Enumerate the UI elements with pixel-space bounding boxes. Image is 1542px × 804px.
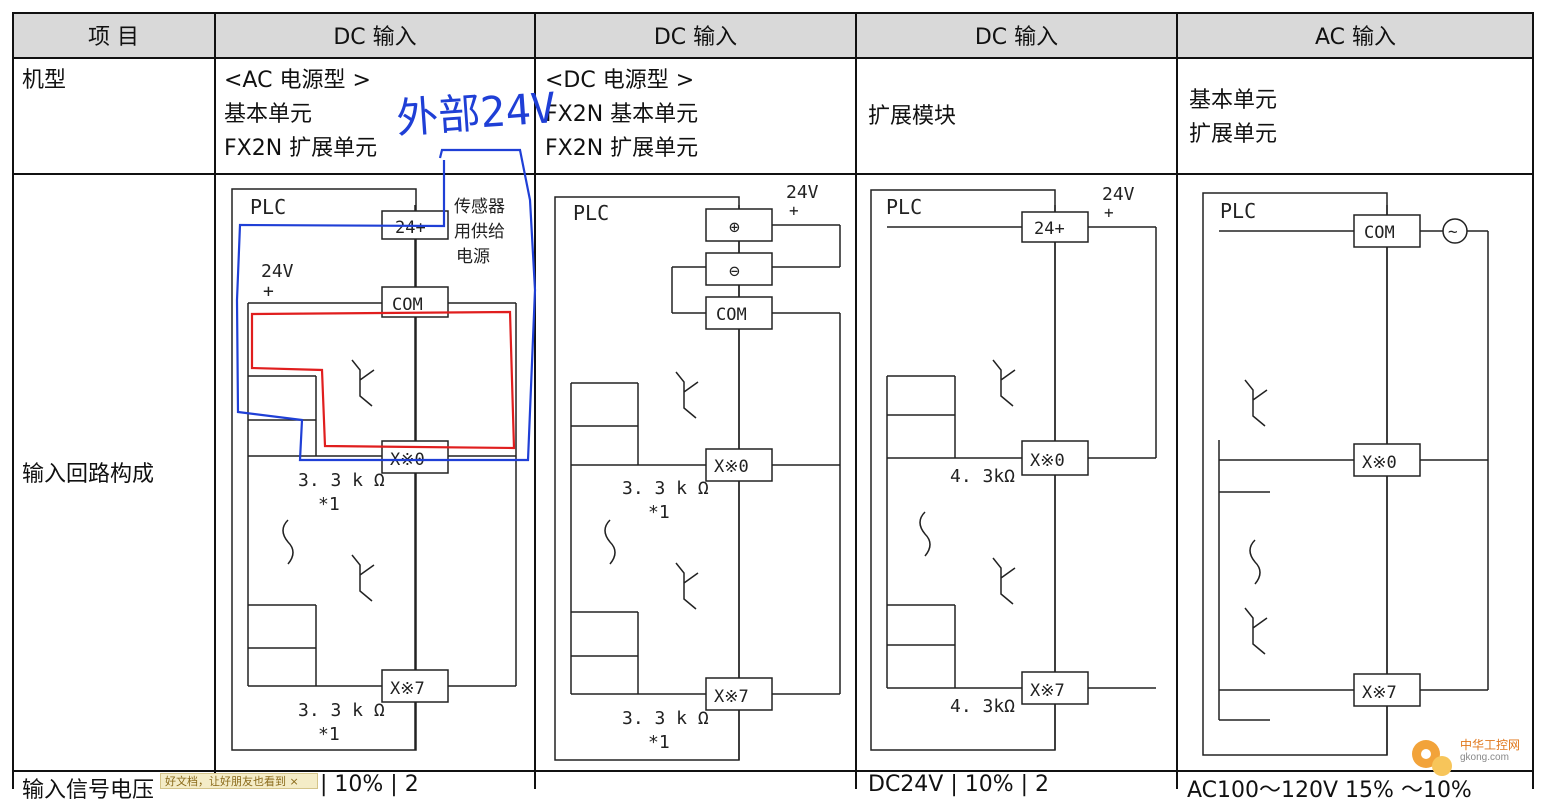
d3-24plus-terminal: 24+	[1034, 219, 1065, 239]
d4-com-terminal: COM	[1364, 223, 1395, 243]
row-model-col4: 基本单元 扩展单元	[1189, 84, 1277, 152]
d4-x0-terminal: X※0	[1362, 453, 1397, 473]
table-col-divider-4	[1176, 12, 1178, 789]
d2-plc-label: PLC	[573, 201, 609, 225]
table-divider-model	[12, 173, 1534, 175]
row-model-col1: <AC 电源型 > 基本单元 FX2N 扩展单元	[224, 64, 377, 166]
d1-plc-label: PLC	[250, 195, 286, 219]
table-col-divider-2	[534, 12, 536, 789]
d2-plus-label: +	[789, 201, 799, 220]
header-col2: DC 输入	[535, 12, 856, 58]
d2-resistor-label-2: 3. 3 k Ω	[622, 708, 709, 729]
diagram-dc-dc-power	[554, 196, 841, 761]
d2-note-1: *1	[648, 502, 670, 523]
row-circuit-label: 输入回路构成	[22, 462, 155, 487]
header-col4: AC 输入	[1177, 12, 1534, 58]
d3-plus-label: +	[1104, 203, 1114, 222]
table-border-right	[1532, 12, 1534, 789]
d1-com-terminal: COM	[392, 295, 423, 315]
table-border-left	[12, 12, 14, 789]
d1-sensor-supply-3: 电源	[456, 247, 490, 267]
row-model-label: 机型	[22, 68, 67, 93]
handwritten-annotation	[235, 148, 537, 462]
row-model-col3: 扩展模块	[868, 100, 956, 134]
d1-resistor-label-2: 3. 3 k Ω	[298, 700, 385, 721]
bottom-col4: AC100～120V 15% ～10%	[1187, 778, 1472, 803]
bottom-row-partial: 输入信号电压 | 10% | 2 DC24V | 10% | 2 AC100～1…	[12, 772, 1534, 803]
d2-x0-terminal: X※0	[714, 457, 749, 477]
diagram-ac-input	[1202, 192, 1489, 756]
watermark-brand: 中华工控网	[1460, 738, 1521, 752]
d2-com-terminal: COM	[716, 305, 747, 325]
label-column	[12, 58, 215, 789]
model-col1-line3: FX2N 扩展单元	[224, 136, 378, 161]
diagram-dc-extension	[870, 189, 1157, 751]
d4-plc-label: PLC	[1220, 199, 1256, 223]
d3-resistor-label-2: 4. 3kΩ	[950, 696, 1015, 717]
model-col4-line1: 基本单元	[1189, 88, 1278, 113]
gkong-watermark: 中华工控网 gkong.com	[1404, 732, 1534, 786]
d2-note-2: *1	[648, 732, 670, 753]
row-model-col2: <DC 电源型 > FX2N 基本单元 FX2N 扩展单元	[545, 64, 698, 166]
watermark-domain: gkong.com	[1460, 752, 1509, 763]
d1-x7-terminal: X※7	[390, 679, 425, 699]
model-col3-line1: 扩展模块	[868, 104, 957, 129]
model-col4-line2: 扩展单元	[1189, 122, 1278, 147]
d2-24v-label: 24V	[786, 182, 819, 203]
d2-plus-terminal: ⊕	[729, 217, 740, 238]
d4-ac-symbol: ~	[1448, 222, 1458, 241]
d3-plc-label: PLC	[886, 195, 922, 219]
d2-minus-terminal: ⊖	[729, 261, 740, 282]
table-border-top	[12, 12, 1534, 14]
bottom-label: 输入信号电压	[22, 778, 155, 803]
gear-icon	[1412, 740, 1452, 776]
d1-note-2: *1	[318, 724, 340, 745]
d1-note-1: *1	[318, 494, 340, 515]
header-col1: DC 输入	[215, 12, 535, 58]
d1-resistor-label-1: 3. 3 k Ω	[298, 470, 385, 491]
d3-24v-label: 24V	[1102, 184, 1135, 205]
handwritten-24v-text: 外部24V	[395, 83, 558, 143]
d3-x0-terminal: X※0	[1030, 451, 1065, 471]
table-col-divider-3	[855, 12, 857, 789]
model-col2-line3: FX2N 扩展单元	[545, 136, 699, 161]
d3-resistor-label-1: 4. 3kΩ	[950, 466, 1015, 487]
table-col-divider-1	[214, 12, 216, 789]
d1-24v-label: 24V	[261, 261, 294, 282]
d1-sensor-supply-1: 传感器	[454, 197, 505, 217]
model-col2-line2: FX2N 基本单元	[545, 102, 699, 127]
header-col3: DC 输入	[856, 12, 1177, 58]
model-col2-line1: <DC 电源型 >	[545, 68, 695, 93]
bottom-col3: DC24V | 10% | 2	[868, 772, 1050, 797]
d1-plus-label: +	[263, 281, 274, 302]
header-item: 项 目	[12, 12, 215, 58]
share-toast[interactable]: 好文档，让好朋友也看到 ×	[160, 773, 318, 789]
d4-x7-terminal: X※7	[1362, 683, 1397, 703]
d3-x7-terminal: X※7	[1030, 681, 1065, 701]
model-col1-line1: <AC 电源型 >	[224, 68, 371, 93]
table-divider-header	[12, 57, 1534, 59]
table-divider-circuit	[12, 770, 1534, 772]
d2-x7-terminal: X※7	[714, 687, 749, 707]
d1-24plus-terminal: 24+	[395, 218, 426, 238]
d1-sensor-supply-2: 用供给	[454, 222, 505, 242]
d2-resistor-label-1: 3. 3 k Ω	[622, 478, 709, 499]
bottom-col1: | 10% | 2	[320, 772, 419, 797]
model-col1-line2: 基本单元	[224, 102, 313, 127]
